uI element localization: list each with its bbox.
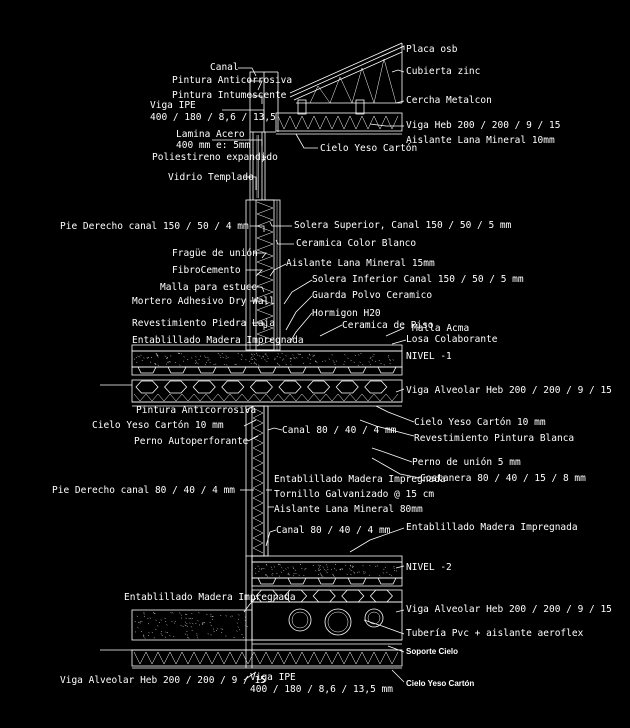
label-pie-derecho-80: Pie Derecho canal 80 / 40 / 4 mm bbox=[52, 485, 235, 496]
label-viga-alveolar-1: Viga Alveolar Heb 200 / 200 / 9 / 15 bbox=[406, 385, 612, 396]
label-lamina-acero-2: 400 mm e: 5mm bbox=[176, 140, 251, 151]
label-canal-80-b: Canal 80 / 40 / 4 mm bbox=[276, 525, 391, 536]
label-aislante-80: Aislante Lana Mineral 80mm bbox=[274, 504, 423, 515]
label-viga-ipe-top-1: Viga IPE bbox=[150, 100, 196, 111]
label-revestimiento-pintura: Revestimiento Pintura Blanca bbox=[414, 433, 574, 444]
label-ceramica-piso: Ceramica de Piso bbox=[342, 320, 434, 331]
label-viga-ipe-bottom-1: Viga IPE bbox=[250, 672, 296, 683]
slab-level-1 bbox=[100, 344, 403, 407]
annotation-labels: Canal Pintura Anticorrosiva Pintura Intu… bbox=[52, 44, 612, 695]
label-cielo-yeso-10-left: Cielo Yeso Cartón 10 mm bbox=[92, 420, 224, 431]
label-losa: Losa Colaborante bbox=[406, 334, 498, 345]
label-tornillo: Tornillo Galvanizado @ 15 cm bbox=[274, 489, 434, 500]
label-entablillado-top: Entablillado Madera Impregnada bbox=[132, 335, 304, 346]
label-solera-inferior: Solera Inferior Canal 150 / 50 / 5 mm bbox=[312, 274, 524, 285]
label-cielo-yeso-top: Cielo Yeso Cartón bbox=[320, 143, 417, 154]
label-placa-osb: Placa osb bbox=[406, 44, 458, 55]
label-tuberia: Tubería Pvc + aislante aeroflex bbox=[406, 628, 584, 639]
label-mortero: Mortero Adhesivo Dry Wall bbox=[132, 296, 275, 307]
label-pie-derecho-150: Pie Derecho canal 150 / 50 / 4 mm bbox=[60, 221, 249, 232]
leader-lines bbox=[212, 45, 421, 683]
label-lamina-acero-1: Lamina Acero bbox=[176, 129, 245, 140]
label-entablillado-bottom: Entablillado Madera Impregnada bbox=[124, 592, 296, 603]
label-nivel-1: NIVEL -1 bbox=[406, 351, 452, 362]
label-poliestireno: Poliestireno expandido bbox=[152, 152, 278, 163]
label-viga-heb-top: Viga Heb 200 / 200 / 9 / 15 bbox=[406, 120, 560, 131]
label-guarda-polvo: Guarda Polvo Ceramico bbox=[312, 290, 432, 301]
label-solera-superior: Solera Superior, Canal 150 / 50 / 5 mm bbox=[294, 220, 512, 231]
label-aislante-15: Aislante Lana Mineral 15mm bbox=[286, 258, 435, 269]
label-vidrio: Vidrio Templado bbox=[168, 172, 254, 183]
label-hormigon: Hormigon H20 bbox=[312, 308, 381, 319]
label-nivel-2: NIVEL -2 bbox=[406, 562, 452, 573]
label-viga-alveolar-bottom: Viga Alveolar Heb 200 / 200 / 9 / 15 bbox=[60, 675, 266, 686]
label-revestimiento-piedra: Revestimiento Piedra Laja bbox=[132, 318, 275, 329]
label-viga-ipe-bottom-2: 400 / 180 / 8,6 / 13,5 mm bbox=[250, 684, 393, 695]
label-entablillado-mid: Entablillado Madera Impregnada bbox=[274, 474, 446, 485]
label-soporte-cielo: Soporte Cielo bbox=[406, 647, 458, 656]
label-viga-alveolar-2: Viga Alveolar Heb 200 / 200 / 9 / 15 bbox=[406, 604, 612, 615]
label-cercha: Cercha Metalcon bbox=[406, 95, 492, 106]
label-perno-union: Perno de unión 5 mm bbox=[412, 457, 521, 468]
label-canal-80-a: Canal 80 / 40 / 4 mm bbox=[282, 425, 397, 436]
label-costanera: Costanera 80 / 40 / 15 / 8 mm bbox=[420, 473, 586, 484]
label-pintura-intumescente: Pintura Intumescente bbox=[172, 90, 287, 101]
label-fragua: Fragüe de unión bbox=[172, 248, 258, 259]
roof-assembly bbox=[249, 42, 403, 135]
slab-level-2 bbox=[100, 555, 403, 669]
label-malla: Malla para estuco bbox=[160, 282, 258, 293]
label-canal: Canal bbox=[210, 62, 239, 73]
label-fibrocemento: FibroCemento bbox=[172, 265, 241, 276]
label-cubierta-zinc: Cubierta zinc bbox=[406, 66, 480, 77]
label-perno-auto: Perno Autoperforante bbox=[134, 436, 249, 447]
label-malla-acma: Malla Acma bbox=[412, 323, 469, 334]
label-viga-ipe-top-2: 400 / 180 / 8,6 / 13,5 bbox=[150, 112, 276, 123]
label-cielo-yeso-10-right: Cielo Yeso Cartón 10 mm bbox=[414, 417, 546, 428]
label-pintura-anticorrosiva-mid: Pintura Anticorrosiva bbox=[136, 405, 256, 416]
lower-wall bbox=[245, 405, 269, 668]
label-entablillado-right: Entablillado Madera Impregnada bbox=[406, 522, 578, 533]
label-ceramica-blanco: Ceramica Color Blanco bbox=[296, 238, 416, 249]
label-pintura-anticorrosiva-top: Pintura Anticorrosiva bbox=[172, 75, 292, 86]
label-aislante-10: Aislante Lana Mineral 10mm bbox=[406, 135, 555, 146]
label-cielo-yeso-bottom: Cielo Yeso Cartón bbox=[406, 679, 474, 688]
